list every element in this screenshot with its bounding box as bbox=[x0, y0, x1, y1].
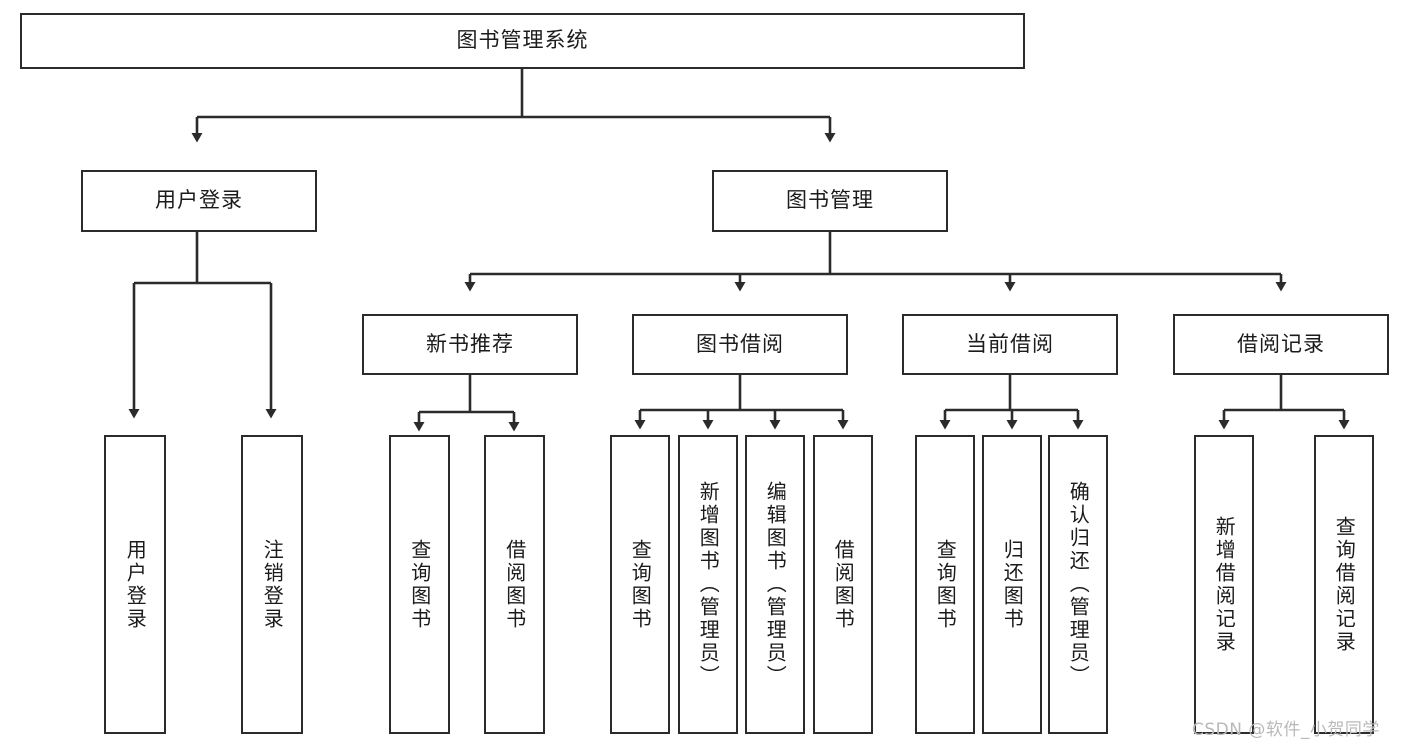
node-label: 当前借阅 bbox=[966, 331, 1054, 356]
leaf-query-book-recommend[interactable]: 查询图书 bbox=[389, 435, 450, 734]
leaf-query-book-borrow[interactable]: 查询图书 bbox=[610, 435, 670, 734]
node-label: 查询图书 bbox=[407, 538, 432, 631]
node-label: 图书管理 bbox=[786, 188, 874, 213]
leaf-add-book-admin[interactable]: 新增图书（管理员） bbox=[678, 435, 738, 734]
node-label: 编辑图书（管理员） bbox=[763, 481, 788, 688]
node-label: 查询借阅记录 bbox=[1332, 515, 1357, 654]
csdn-watermark: CSDN @软件_小贺同学 bbox=[1192, 720, 1380, 740]
leaf-borrow-book[interactable]: 借阅图书 bbox=[813, 435, 873, 734]
leaf-return-book[interactable]: 归还图书 bbox=[982, 435, 1042, 734]
node-label: 查询图书 bbox=[628, 538, 653, 631]
leaf-add-borrow-record[interactable]: 新增借阅记录 bbox=[1194, 435, 1254, 734]
node-label: 确认归还（管理员） bbox=[1066, 481, 1091, 688]
node-label: 借阅图书 bbox=[831, 538, 856, 631]
node-book-management[interactable]: 图书管理 bbox=[712, 170, 948, 232]
leaf-confirm-return-admin[interactable]: 确认归还（管理员） bbox=[1048, 435, 1108, 734]
node-label: 借阅记录 bbox=[1237, 331, 1325, 356]
node-label: 用户登录 bbox=[123, 538, 148, 631]
node-label: 新增借阅记录 bbox=[1212, 515, 1237, 654]
node-label: 注销登录 bbox=[260, 538, 285, 631]
leaf-user-login[interactable]: 用户登录 bbox=[104, 435, 166, 734]
node-label: 查询图书 bbox=[933, 538, 958, 631]
leaf-user-logout[interactable]: 注销登录 bbox=[241, 435, 303, 734]
node-label: 用户登录 bbox=[155, 188, 243, 213]
node-root-system[interactable]: 图书管理系统 bbox=[20, 13, 1025, 69]
node-new-book-recommend[interactable]: 新书推荐 bbox=[362, 314, 578, 375]
leaf-query-borrow-record[interactable]: 查询借阅记录 bbox=[1314, 435, 1374, 734]
node-label: 新增图书（管理员） bbox=[696, 481, 721, 688]
node-label: 归还图书 bbox=[1000, 538, 1025, 631]
leaf-edit-book-admin[interactable]: 编辑图书（管理员） bbox=[745, 435, 805, 734]
leaf-query-book-current[interactable]: 查询图书 bbox=[915, 435, 975, 734]
node-label: 图书借阅 bbox=[696, 331, 784, 356]
node-label: 图书管理系统 bbox=[456, 28, 589, 53]
leaf-borrow-book-recommend[interactable]: 借阅图书 bbox=[484, 435, 545, 734]
node-user-login[interactable]: 用户登录 bbox=[81, 170, 317, 232]
node-borrow-record[interactable]: 借阅记录 bbox=[1173, 314, 1389, 375]
node-current-borrow[interactable]: 当前借阅 bbox=[902, 314, 1118, 375]
node-book-borrow[interactable]: 图书借阅 bbox=[632, 314, 848, 375]
node-label: 借阅图书 bbox=[502, 538, 527, 631]
node-label: 新书推荐 bbox=[426, 331, 514, 356]
